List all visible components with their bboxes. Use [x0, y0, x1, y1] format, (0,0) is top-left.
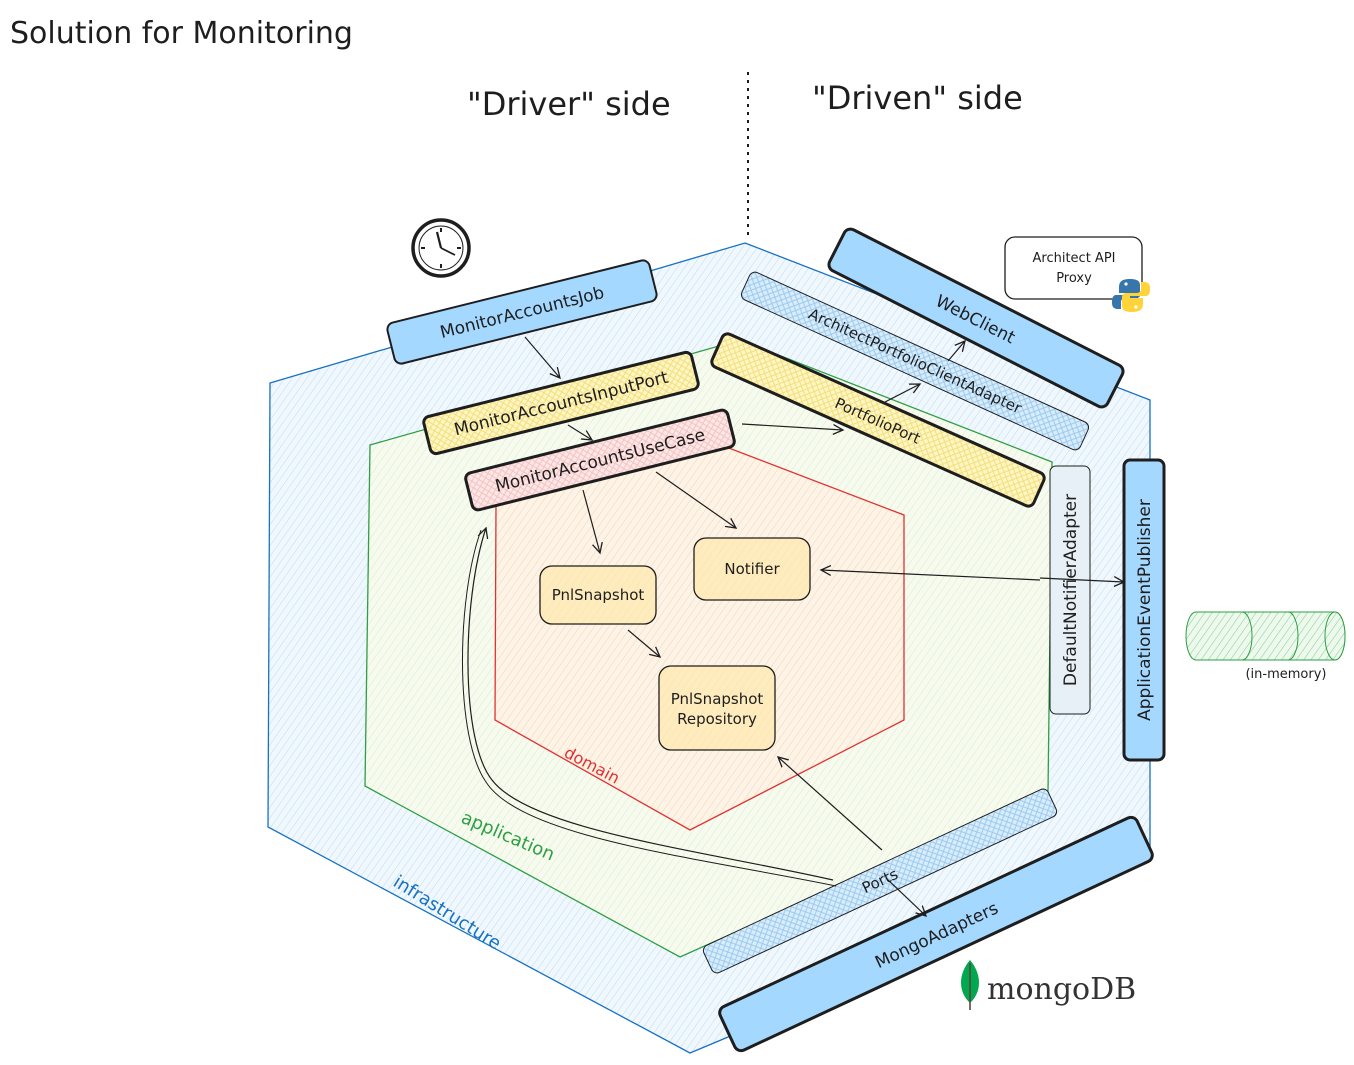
driver-side-label: "Driver" side — [467, 85, 671, 123]
architect-api-proxy[interactable]: Architect API Proxy — [1004, 236, 1143, 300]
application-event-publisher[interactable]: ApplicationEventPublisher — [1122, 458, 1166, 762]
arrow-notifier-adapter-to-publisher — [1039, 578, 1124, 582]
event-publisher-label: ApplicationEventPublisher — [1135, 499, 1155, 721]
repository-label-line2: Repository — [677, 710, 757, 728]
proxy-label-line1: Architect API — [1033, 251, 1116, 266]
proxy-label-line2: Proxy — [1056, 271, 1092, 286]
arrow-ports-to-repository — [778, 757, 883, 851]
mongodb-wordmark: mongoDB — [987, 972, 1136, 1007]
arrow-use-case-to-notifier — [655, 471, 736, 528]
connectors — [461, 336, 1124, 916]
mongodb-leaf-icon — [961, 960, 979, 1010]
arrow-client-adapter-to-web-client — [947, 341, 965, 362]
python-icon — [1112, 279, 1150, 312]
notifier-label: Notifier — [724, 560, 780, 578]
pnl-snapshot[interactable]: PnlSnapshot — [539, 565, 657, 625]
arrow-use-case-to-pnl-snapshot — [582, 489, 600, 553]
diagram-title: Solution for Monitoring — [10, 16, 353, 51]
notifier[interactable]: Notifier — [693, 537, 811, 601]
arrow-use-case-to-portfolio-port — [741, 423, 843, 430]
clock-icon — [411, 218, 471, 278]
notifier-adapter-label: DefaultNotifierAdapter — [1061, 494, 1081, 686]
driven-side-label: "Driven" side — [812, 79, 1023, 117]
in-memory-label: (in-memory) — [1245, 667, 1326, 682]
arrow-notifier-adapter-to-notifier — [821, 570, 1041, 581]
repository-label-line1: PnlSnapshot — [671, 690, 764, 708]
arrow-job-to-input-port — [524, 336, 560, 378]
arrow-input-port-to-use-case — [567, 424, 592, 440]
pnl-snapshot-label: PnlSnapshot — [552, 586, 645, 604]
pnl-snapshot-repository[interactable]: PnlSnapshot Repository — [658, 665, 776, 751]
arrow-ports-to-use-case — [467, 528, 834, 881]
default-notifier-adapter[interactable]: DefaultNotifierAdapter — [1049, 465, 1091, 715]
arrow-snapshot-to-repository — [627, 629, 660, 657]
arrow-portfolio-port-to-client-adapter — [884, 384, 920, 403]
database-cylinder-icon — [1185, 611, 1346, 661]
arrow-ports-to-mongo-adapters — [885, 877, 926, 916]
